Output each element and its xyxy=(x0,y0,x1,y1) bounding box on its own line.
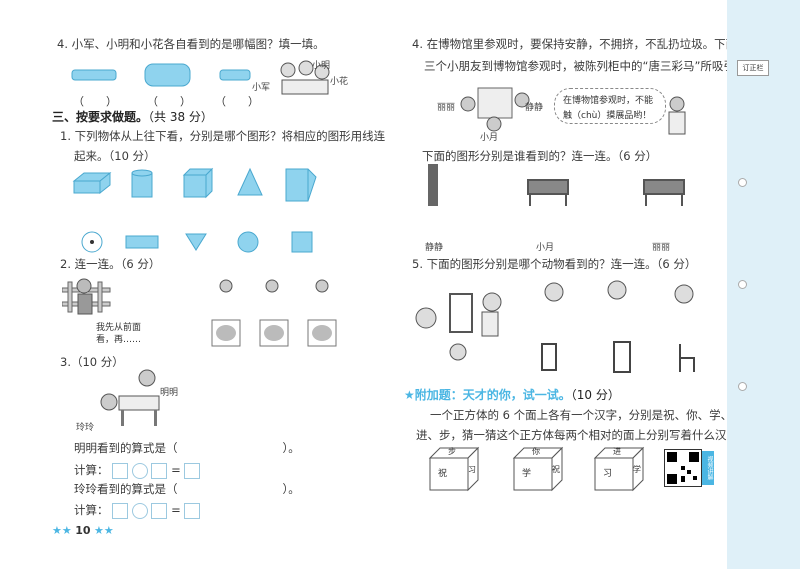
q4-museum-illustration xyxy=(460,87,530,132)
q4b-label-xiaoyue: 小月 xyxy=(536,243,555,253)
bonus-cube-3: 进 习 学 xyxy=(593,446,645,492)
page-number: ★★ 10 ★★ xyxy=(52,524,114,537)
q3-label-mingming: 明明 xyxy=(160,388,179,398)
q2-speech-bubble: 我先从前面看，再…… xyxy=(96,323,142,345)
binding-ring-icon xyxy=(738,280,747,289)
q2-elephant-views xyxy=(211,279,337,347)
q2-child-fence-illustration xyxy=(62,278,111,315)
q4-name-xiaoming: 小明 xyxy=(312,61,331,71)
q1-line-1: 1. 下列物体从上往下看，分别是哪个图形？将相应的图形用线连 xyxy=(60,129,386,143)
q4-name-jingjing: 静静 xyxy=(525,103,544,113)
calc-box[interactable] xyxy=(112,502,129,519)
q1-3d-objects xyxy=(72,167,317,202)
q4-name-lili: 丽丽 xyxy=(437,103,456,113)
bonus-cube-1: 步 祝 习 xyxy=(428,446,480,492)
calc-operator-circle[interactable] xyxy=(131,502,148,519)
qr-video-label: 视频讲解 xyxy=(702,451,714,485)
q4-name-xiaohua: 小花 xyxy=(330,77,349,87)
bonus-line-2: 进、步，猜一猜这个正方体每两个相对的面上分别写着什么汉字？ xyxy=(416,428,750,442)
q4-right-line-2: 三个小朋友到博物馆参观时，被陈列柜中的“唐三彩马”所吸引。 xyxy=(424,59,747,73)
section-3-title: 三、按要求做题。（共 38 分） xyxy=(52,110,213,124)
q4-left-text: 4. 小军、小明和小花各自看到的是哪幅图？填一填。 xyxy=(57,37,325,51)
q2-text: 2. 连一连。（6 分） xyxy=(60,257,161,271)
binding-ring-icon xyxy=(738,178,747,187)
q4-teacher-speech-bubble: 在博物馆参观时，不能 触（chù）摸展品哟！ xyxy=(554,88,666,124)
q3-calc-row-2[interactable]: 计算： = xyxy=(74,502,201,519)
q3-label-linglin: 玲玲 xyxy=(76,423,95,433)
q4b-horse-views xyxy=(428,164,685,206)
q4-right-line-1: 4. 在博物馆里参观时，要保持安静，不拥挤，不乱扔垃圾。下面 xyxy=(412,37,738,51)
q4-view-images xyxy=(71,63,251,87)
q4-name-xiaojun: 小军 xyxy=(252,83,271,93)
q3-calc-row-1[interactable]: 计算： = xyxy=(74,462,201,479)
q4-children-illustration xyxy=(280,60,330,95)
q4-answer-paren-3[interactable]: （ ） xyxy=(215,95,259,108)
q3-chess-illustration xyxy=(100,369,160,426)
q5-text: 5. 下面的图形分别是哪个动物看到的？连一连。（6 分） xyxy=(412,257,697,271)
q4b-label-jingjing: 静静 xyxy=(425,243,444,253)
q3-line-mingming: 明明看到的算式是（）。 xyxy=(74,441,300,455)
q4-answer-paren-1[interactable]: （ ） xyxy=(73,95,117,108)
q3-text: 3.（10 分） xyxy=(60,355,124,369)
calc-result-box[interactable] xyxy=(184,502,201,519)
bonus-cube-2: 你 学 祝 xyxy=(512,446,564,492)
q3-line-linglin: 玲玲看到的算式是（）。 xyxy=(74,482,300,496)
q4b-label-lili: 丽丽 xyxy=(652,243,671,253)
q4b-text: 下面的图形分别是谁看到的？连一连。（6 分） xyxy=(422,149,658,163)
calc-box[interactable] xyxy=(112,462,129,479)
correction-tab: 订正栏 xyxy=(737,60,769,76)
calc-box[interactable] xyxy=(151,462,168,479)
calc-operator-circle[interactable] xyxy=(131,462,148,479)
q1-line-2: 起来。（10 分） xyxy=(74,149,156,163)
bonus-line-1: 一个正方体的 6 个面上各有一个汉字，分别是祝、你、学、习、 xyxy=(430,408,756,422)
calc-result-box[interactable] xyxy=(184,462,201,479)
q4-teacher-illustration xyxy=(668,96,686,135)
q4-name-xiaoyue: 小月 xyxy=(480,133,499,143)
binding-ring-icon xyxy=(738,382,747,391)
bonus-title: ★附加题：天才的你，试一试。（10 分） xyxy=(404,388,620,402)
calc-box[interactable] xyxy=(151,502,168,519)
qr-code[interactable] xyxy=(664,449,702,487)
q1-flat-shapes xyxy=(81,231,313,253)
q4-answer-paren-2[interactable]: （ ） xyxy=(147,95,191,108)
q5-animals-chairs xyxy=(415,280,695,373)
